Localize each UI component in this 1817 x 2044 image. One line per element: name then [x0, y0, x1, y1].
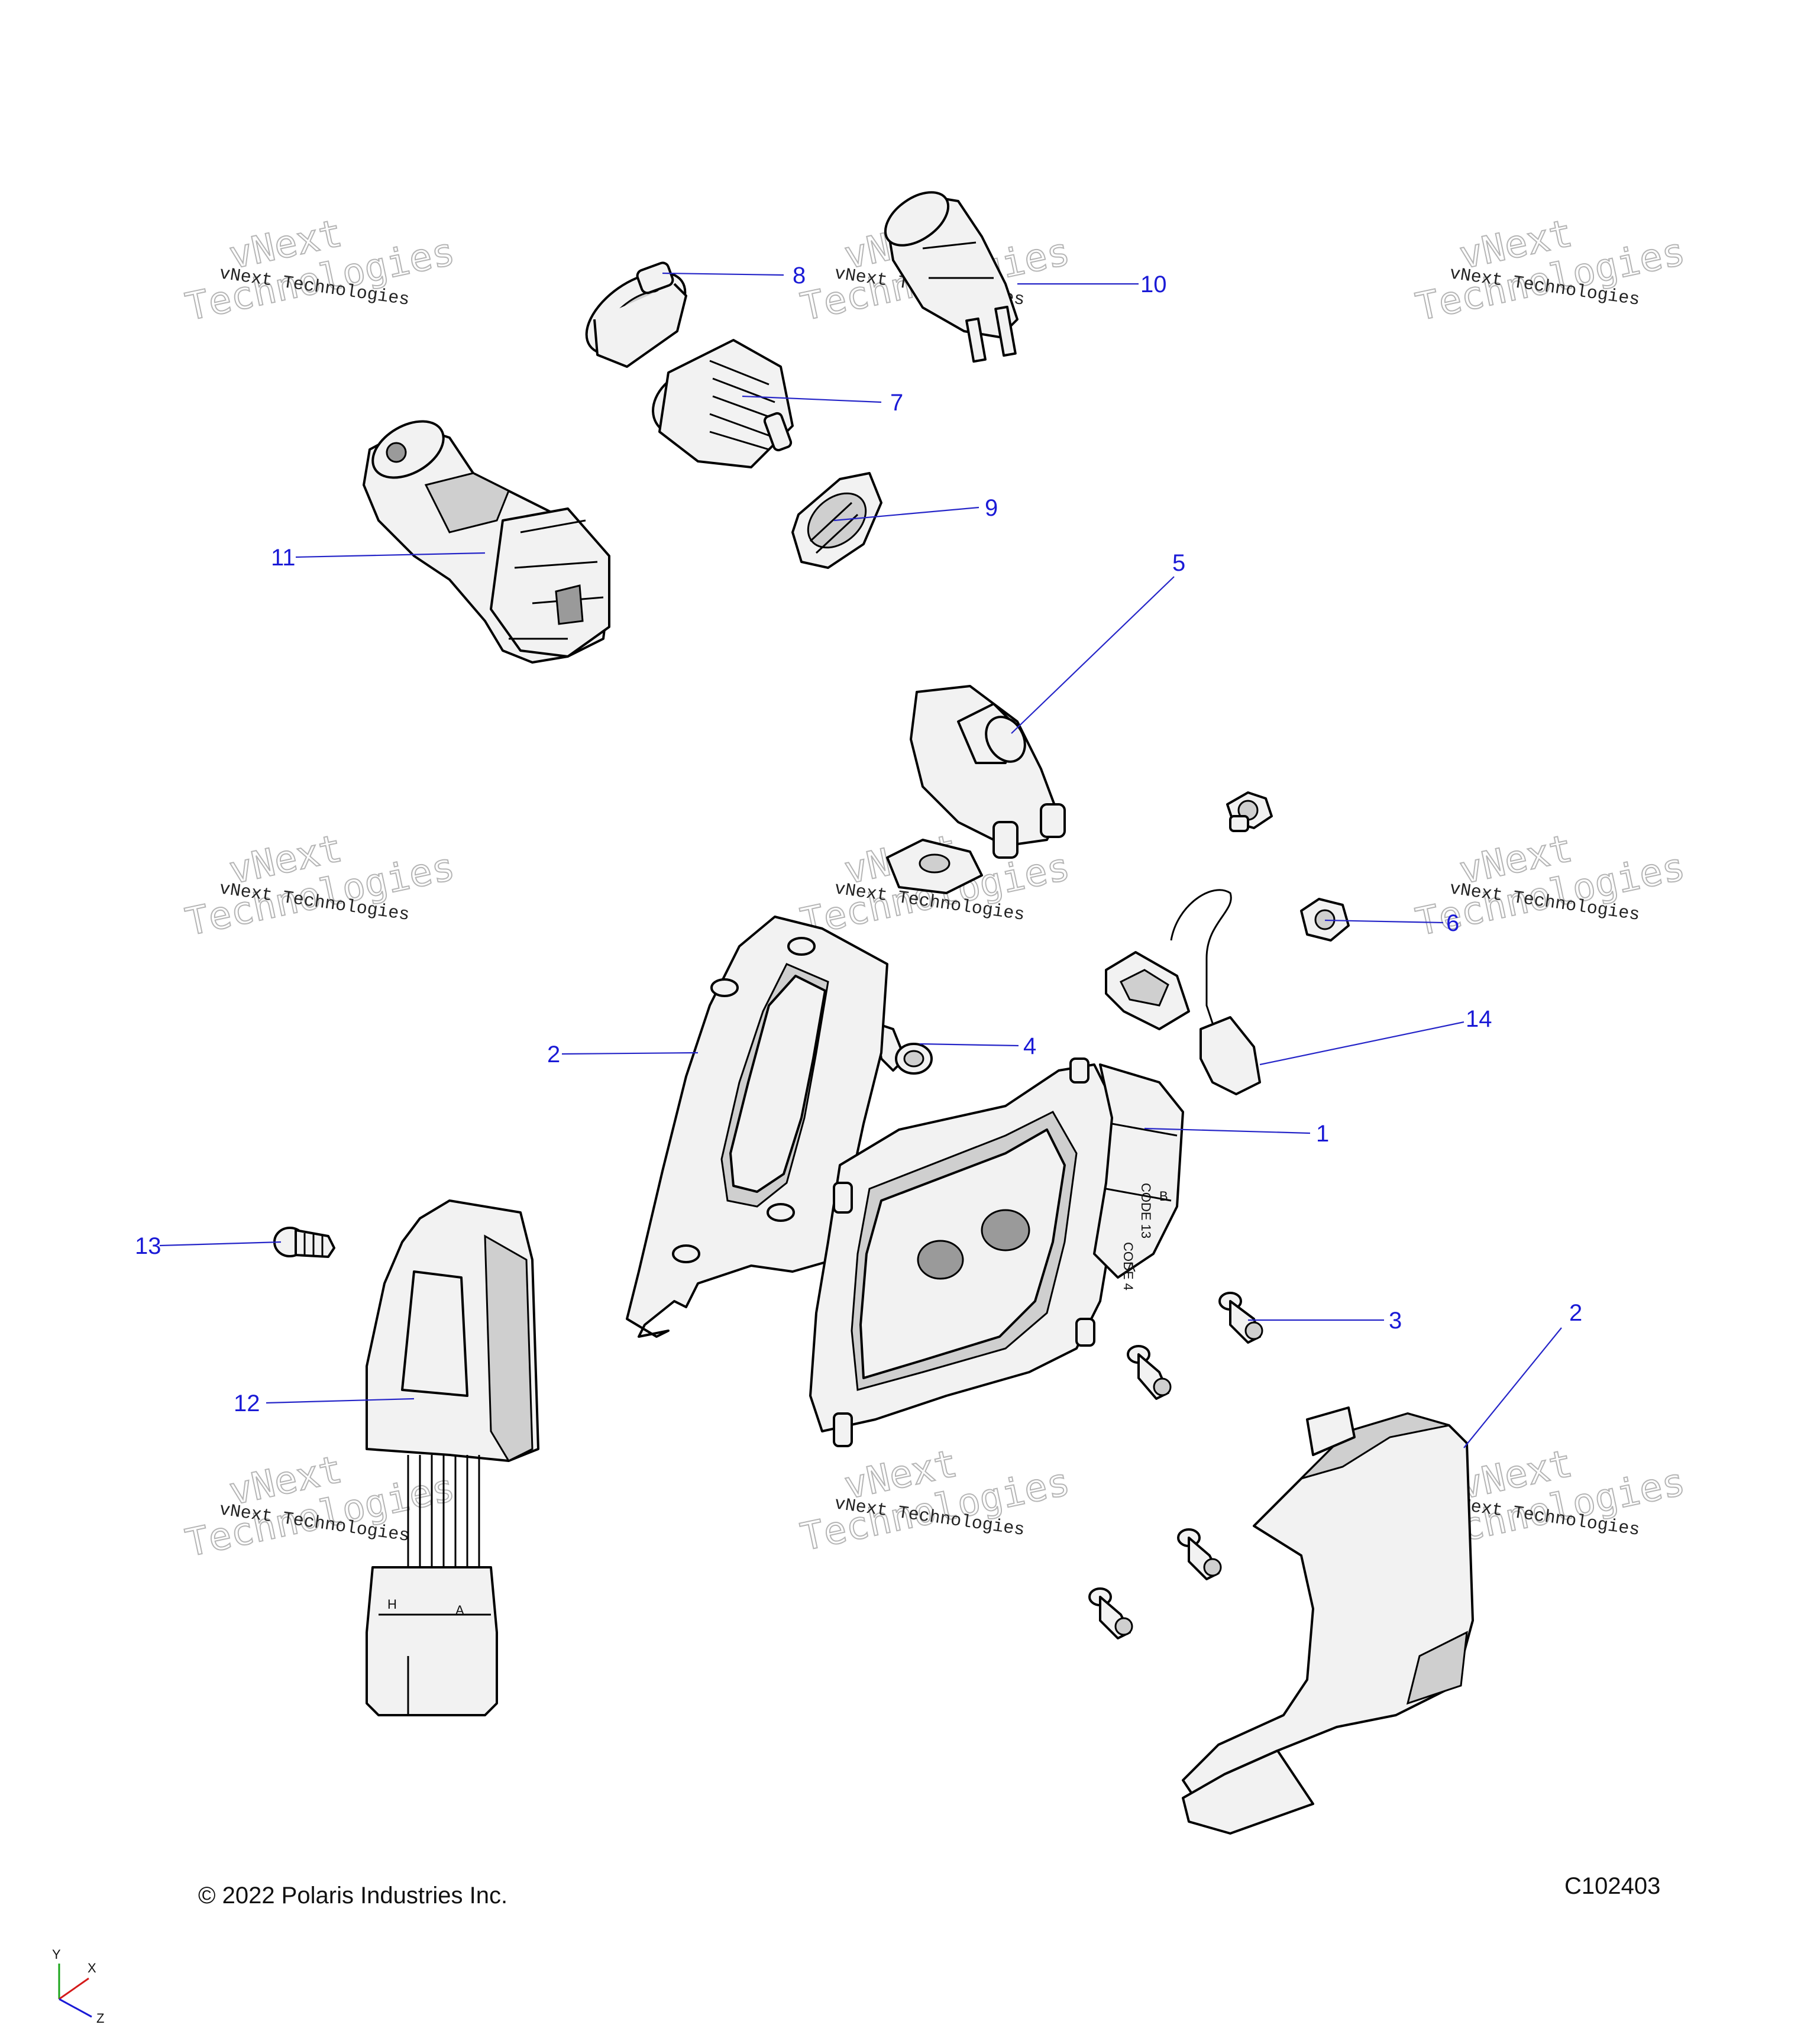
leader-line-1 — [1144, 1127, 1311, 1134]
part-2-bracket-plate — [626, 916, 888, 1338]
callout-number-14: 14 — [1466, 1006, 1492, 1032]
screw — [1088, 1587, 1133, 1639]
watermark-bottom-center: vNext Technologies — [797, 1441, 1075, 1561]
watermark-top-right: vNext Technologies — [1412, 211, 1690, 331]
part-5-relay — [886, 685, 1066, 894]
leader-line-4 — [919, 1043, 1019, 1047]
part-8-retaining-nut — [585, 261, 687, 368]
callout-number-2: 2 — [1569, 1300, 1582, 1326]
screw — [1127, 1345, 1172, 1400]
leader-line-13 — [159, 1241, 282, 1247]
leader-line-2-lower — [1463, 1327, 1562, 1448]
callout-number-3: 3 — [1389, 1308, 1402, 1334]
leader-line-8 — [662, 272, 784, 276]
connector-pin-label: H — [387, 1597, 397, 1612]
axis-z-label: Z — [96, 2011, 104, 2026]
leader-line-9 — [833, 506, 979, 522]
axis-y-label: Y — [52, 1947, 61, 1962]
leader-line-14 — [1259, 1021, 1464, 1066]
part-13-bolt — [273, 1227, 335, 1258]
part-2-cover — [1182, 1406, 1474, 1835]
part-10-power-outlet — [884, 191, 1019, 363]
copyright-text: © 2022 Polaris Industries Inc. — [198, 1883, 507, 1909]
callout-number-10: 10 — [1140, 271, 1167, 297]
part-12-module: H A — [366, 1199, 539, 1716]
callout-number-8: 8 — [793, 263, 806, 289]
part-1-ecu: CODE 13 CODE 4 B A — [809, 1057, 1184, 1447]
ecu-code-label: CODE 4 — [1121, 1242, 1136, 1291]
callout-number-1: 1 — [1316, 1121, 1329, 1147]
fastener-upper — [1226, 791, 1273, 832]
leader-line-5 — [1011, 576, 1175, 734]
connector-pin-label: A — [455, 1603, 464, 1618]
leader-line-6 — [1324, 919, 1444, 924]
callout-number-5: 5 — [1172, 550, 1185, 576]
callout-number-4: 4 — [1023, 1033, 1036, 1059]
part-4-push-clip — [874, 1022, 933, 1075]
ecu-pin-label: B — [1159, 1189, 1168, 1204]
screw — [1177, 1528, 1222, 1580]
callout-number-7: 7 — [890, 390, 903, 416]
callout-number-9: 9 — [985, 495, 998, 521]
callout-number-12: 12 — [234, 1390, 260, 1416]
part-6-nut — [1300, 898, 1350, 942]
leader-line-12 — [266, 1398, 415, 1404]
leader-line-7 — [742, 395, 882, 403]
part-3-screw — [1218, 1292, 1263, 1344]
watermark-top-left: vNext Technologies — [182, 211, 460, 331]
figure-code: C102403 — [1564, 1873, 1660, 1899]
ecu-code-label: CODE 13 — [1139, 1183, 1153, 1238]
axis-triad-icon: Y X Z — [52, 1947, 104, 2026]
callout-number-6: 6 — [1446, 910, 1459, 936]
leader-line-2-upper — [561, 1052, 699, 1055]
ecu-pin-label: A — [1127, 1260, 1136, 1275]
leader-line-11 — [295, 552, 486, 558]
part-7-socket-body — [652, 339, 794, 468]
callout-number-2: 2 — [547, 1042, 560, 1068]
callout-number-13: 13 — [135, 1233, 161, 1259]
part-11-ignition-switch — [363, 420, 610, 664]
callout-number-11: 11 — [271, 545, 296, 571]
watermark-mid-left: vNext Technologies — [182, 826, 460, 946]
axis-x-label: X — [88, 1961, 96, 1975]
part-14-sensor-harness — [1105, 889, 1261, 1095]
